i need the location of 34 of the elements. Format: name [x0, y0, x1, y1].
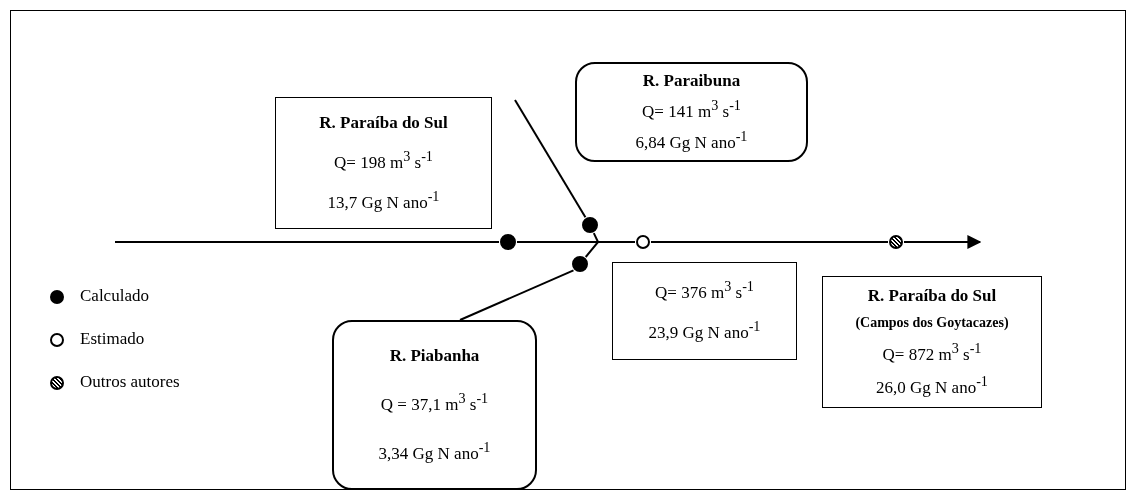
river-line — [584, 241, 636, 258]
river-name: R. Paraibuna — [642, 71, 741, 91]
river-name: R. Piabanha — [389, 347, 480, 366]
nitrogen-load: 23,9 Gg N ano$^{-1}$ — [648, 319, 761, 343]
flow-rate: Q= 872 m$^{3}$ s$^{-1}$ — [882, 340, 982, 364]
nitrogen-load: 3,34 Gg N ano$^{-1}$ — [378, 439, 491, 463]
nitrogen-load: 26,0 Gg N ano$^{-1}$ — [876, 373, 988, 398]
legend-label: Calculado — [80, 286, 149, 306]
river-name: R. Paraíba do Sul — [319, 114, 448, 133]
flow-rate: Q= 198 m$^{3}$ s$^{-1}$ — [334, 149, 433, 173]
open-circle — [636, 235, 650, 249]
hatched-dot — [889, 235, 903, 249]
nitrogen-load: 6,84 Gg N ano$^{-1}$ — [635, 129, 748, 153]
flow-arrow — [903, 235, 982, 249]
location-subtitle: (Campos dos Goytacazes) — [855, 315, 1009, 331]
nitrogen-load: 13,7 Gg N ano$^{-1}$ — [327, 188, 440, 212]
river-line — [114, 241, 500, 243]
filled-dot — [582, 217, 598, 233]
filled-dot — [500, 234, 516, 250]
data-box — [822, 276, 1042, 408]
river-name: R. Paraíba do Sul — [867, 286, 997, 306]
filled-dot — [572, 256, 588, 272]
rounded-data-box — [575, 62, 808, 162]
river-line — [514, 99, 587, 219]
flow-rate: Q = 37,1 m$^{3}$ s$^{-1}$ — [380, 391, 489, 415]
river-line — [459, 269, 575, 321]
legend-label: Estimado — [80, 329, 145, 349]
legend-label: Outros autores — [80, 372, 180, 392]
rounded-data-box — [332, 320, 537, 490]
flow-rate: Q= 376 m$^{3}$ s$^{-1}$ — [655, 279, 754, 303]
flow-rate: Q= 141 m$^{3}$ s$^{-1}$ — [642, 98, 741, 122]
data-box — [612, 262, 797, 360]
river-line — [650, 241, 889, 243]
data-box — [275, 97, 492, 229]
